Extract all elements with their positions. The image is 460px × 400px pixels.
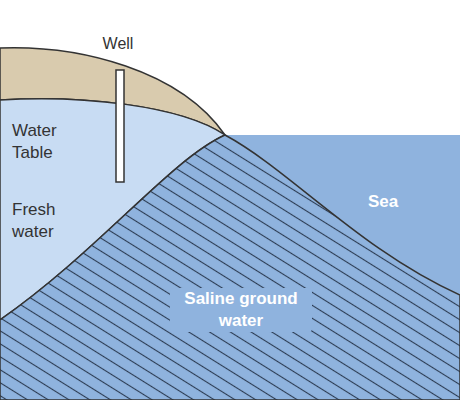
region-label: Saline ground water (170, 288, 312, 332)
region-label: Fresh water (12, 199, 74, 243)
water-table-label: Water Table (12, 120, 82, 164)
saline-groundwater-region-outline (0, 135, 460, 400)
well-label: Well (90, 33, 146, 55)
well-pipe (116, 70, 124, 182)
region-label: Sea (350, 191, 416, 213)
